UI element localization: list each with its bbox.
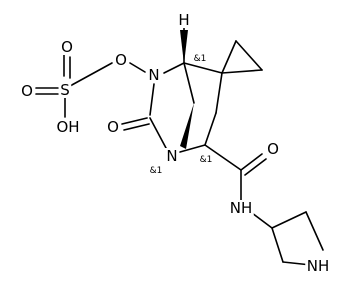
atom-oh-group: OH xyxy=(56,118,79,136)
atom-s-sulfonyl: S xyxy=(60,81,70,99)
wedge-h-bond xyxy=(180,30,188,64)
atom-n-bicyclic-bottom: N xyxy=(166,147,177,165)
bond-spiro-c7 xyxy=(183,62,223,74)
atom-halo xyxy=(59,39,75,55)
bond-az-c3-c2 xyxy=(271,211,307,229)
wedge-bridge-bond xyxy=(180,103,194,149)
atom-nh-azetidine: NH xyxy=(307,257,330,275)
bond-nbottom-c5 xyxy=(179,144,206,153)
stereo-label-c-amide: &1 xyxy=(200,155,213,165)
stereo-label-bridgehead: &1 xyxy=(194,54,207,64)
atom-o-ether: O xyxy=(115,51,127,69)
atom-nh-amide: NH xyxy=(230,199,253,217)
bond-s-oether xyxy=(69,62,113,87)
atom-n-bicyclic-top: N xyxy=(148,66,159,84)
atom-halo xyxy=(265,141,281,157)
atom-halo xyxy=(146,67,162,83)
bond-ccarbonyl-nbottom xyxy=(149,117,167,149)
atom-halo xyxy=(58,82,72,98)
atom-halo xyxy=(176,12,192,28)
wedge-layer xyxy=(180,30,194,149)
bond-nh-azetidine xyxy=(251,212,273,229)
bond-az-c2-n xyxy=(305,211,324,251)
bond-c5-camide xyxy=(204,144,242,171)
bond-c4-spiro xyxy=(215,72,223,114)
bond-ccarbonyl-o-2 xyxy=(123,123,150,131)
bond-camide-o-2 xyxy=(244,158,267,176)
bond-ntop-ccarbonyl xyxy=(149,83,155,116)
bond-ccarbonyl-o-1 xyxy=(121,117,148,125)
bond-spiro-cp2 xyxy=(221,69,263,74)
atom-o-sulfonyl-b: O xyxy=(21,82,33,100)
bond-oether-n xyxy=(129,62,146,73)
stereo-label-n-bottom: &1 xyxy=(150,166,163,176)
bond-c5-c4 xyxy=(204,112,217,146)
atom-halo-layer xyxy=(19,12,331,274)
atom-halo xyxy=(54,119,82,135)
atom-halo xyxy=(228,200,254,216)
atom-o-amide: O xyxy=(267,140,279,158)
atom-halo xyxy=(19,83,35,99)
bond-spiro-cp1 xyxy=(221,40,237,74)
atom-h-bridgehead: H xyxy=(178,11,189,29)
atom-halo xyxy=(164,148,180,164)
atom-o-sulfonyl-a: O xyxy=(61,38,73,56)
atom-layer: O N S O O OH O N O NH NH H xyxy=(21,11,329,275)
bond-layer xyxy=(35,27,324,266)
atom-halo xyxy=(305,258,331,274)
bond-az-c4-c3 xyxy=(271,227,284,263)
atom-o-carbonyl-ring: O xyxy=(107,118,119,136)
atom-halo xyxy=(105,119,121,135)
bond-c7-bridge xyxy=(183,62,195,104)
bond-camide-o-1 xyxy=(240,153,263,171)
bond-ntop-c7 xyxy=(163,62,185,74)
bond-cp1-cp2 xyxy=(235,40,263,71)
atom-halo xyxy=(113,52,129,68)
stereo-layer: &1 &1 &1 xyxy=(150,54,213,176)
